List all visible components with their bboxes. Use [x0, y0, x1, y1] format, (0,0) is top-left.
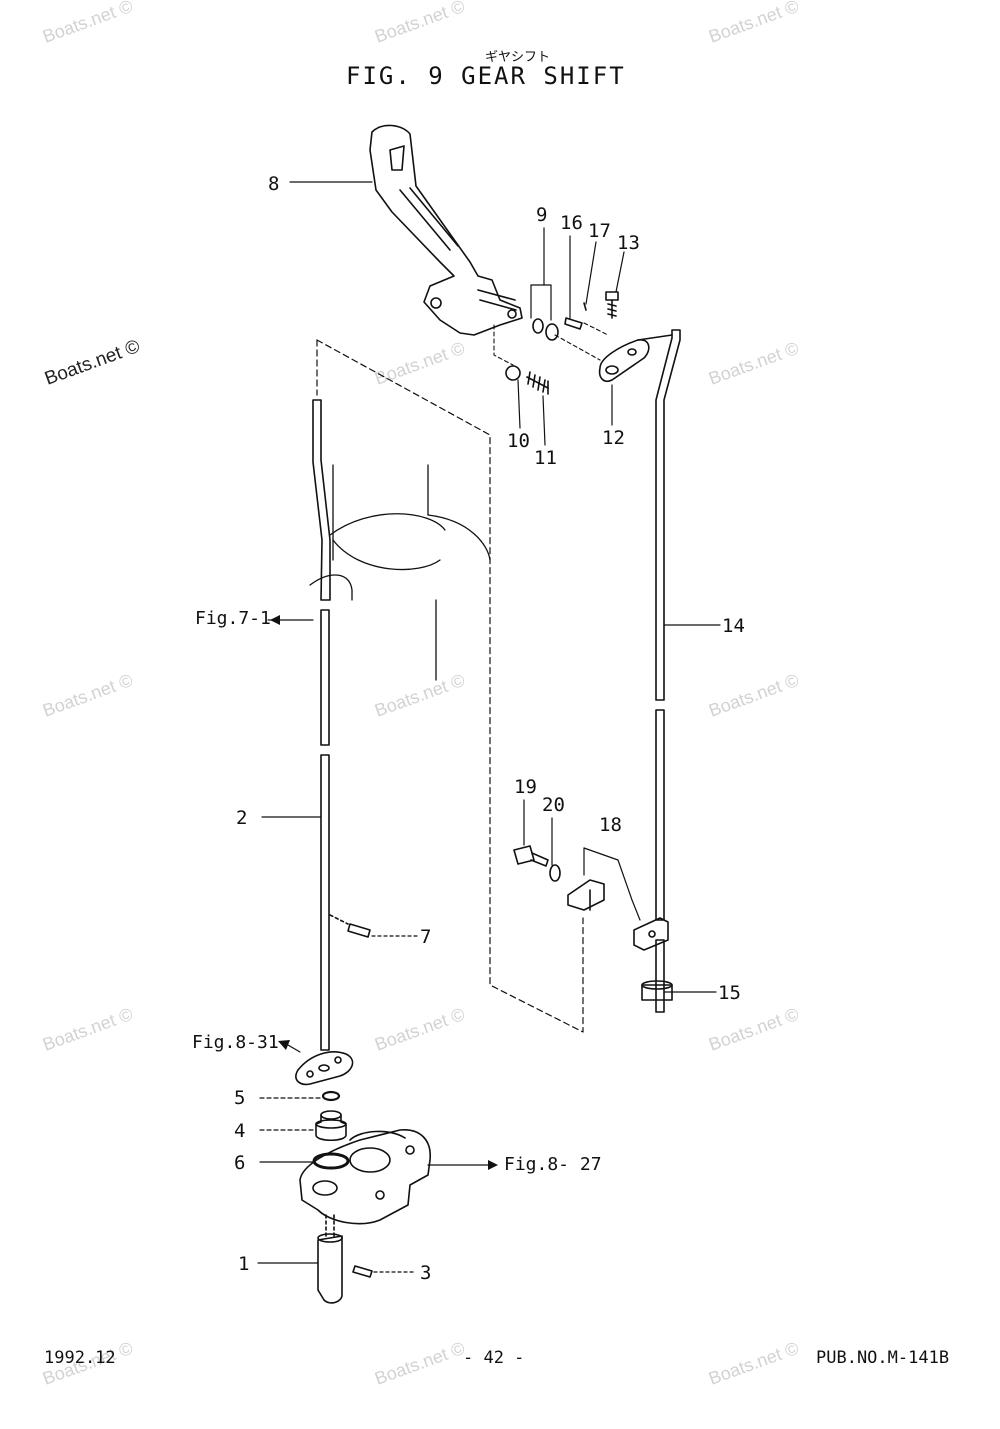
callout-10: 10 — [507, 430, 530, 452]
assembly-guide-outline — [316, 339, 584, 1033]
part-5-o-ring — [321, 1090, 341, 1102]
callout-3: 3 — [420, 1262, 432, 1284]
part-7-pin — [329, 914, 371, 938]
callout-16: 16 — [560, 212, 583, 234]
part-9-o-rings — [530, 284, 559, 341]
housing-plate-fig8-27 — [299, 1129, 431, 1225]
page-title: FIG. 9 GEAR SHIFT — [346, 62, 626, 90]
part-19-bolt — [513, 845, 549, 867]
callout-11: 11 — [534, 447, 557, 469]
reference-fig8-27: Fig.8- 27 — [504, 1154, 602, 1175]
callout-5: 5 — [234, 1087, 246, 1109]
part-2-lower-shift-rod — [312, 399, 331, 1051]
footer-date: 1992.12 — [44, 1348, 116, 1368]
part-3-pin — [352, 1265, 373, 1278]
part-1-shift-cam — [317, 1214, 343, 1304]
callout-13: 13 — [617, 232, 640, 254]
part-12-rod-joint — [598, 339, 650, 383]
drive-shaft-housing — [309, 464, 491, 681]
part-8-shift-lever — [369, 124, 523, 336]
reference-fig8-31: Fig.8-31 — [192, 1032, 279, 1053]
part-6-o-ring — [312, 1152, 350, 1170]
callout-15: 15 — [718, 982, 741, 1004]
callout-20: 20 — [542, 794, 565, 816]
callout-12: 12 — [602, 427, 625, 449]
part-10-ball — [505, 365, 521, 381]
part-14-upper-shift-rod — [637, 329, 681, 1013]
reference-fig7-1: Fig.7-1 — [195, 608, 271, 629]
callout-8: 8 — [268, 173, 280, 195]
title-japanese: ギヤシフト — [485, 50, 551, 65]
callout-4: 4 — [234, 1120, 246, 1142]
callout-17: 17 — [588, 220, 611, 242]
part-4-bushing — [315, 1110, 347, 1142]
arrow-heads — [270, 615, 498, 1170]
callout-1: 1 — [238, 1253, 250, 1275]
callout-2: 2 — [236, 807, 248, 829]
callout-14: 14 — [722, 615, 745, 637]
gasket-fig8-31 — [295, 1051, 354, 1086]
callout-19: 19 — [514, 776, 537, 798]
footer-page-number: - 42 - — [463, 1348, 525, 1368]
callout-6: 6 — [234, 1152, 246, 1174]
part-15-rod-end — [641, 980, 673, 1001]
callout-9: 9 — [536, 204, 548, 226]
part-16-pin — [564, 317, 583, 330]
part-13-screw — [605, 291, 619, 319]
part-20-washer — [549, 864, 561, 882]
callout-7: 7 — [420, 926, 432, 948]
part-17-clip — [583, 302, 587, 311]
callout-18: 18 — [599, 814, 622, 836]
part-11-spring — [526, 371, 549, 395]
footer-publication-number: PUB.NO.M-141B — [816, 1348, 950, 1368]
leader-lines — [257, 181, 721, 1273]
part-18-connector — [567, 847, 669, 951]
